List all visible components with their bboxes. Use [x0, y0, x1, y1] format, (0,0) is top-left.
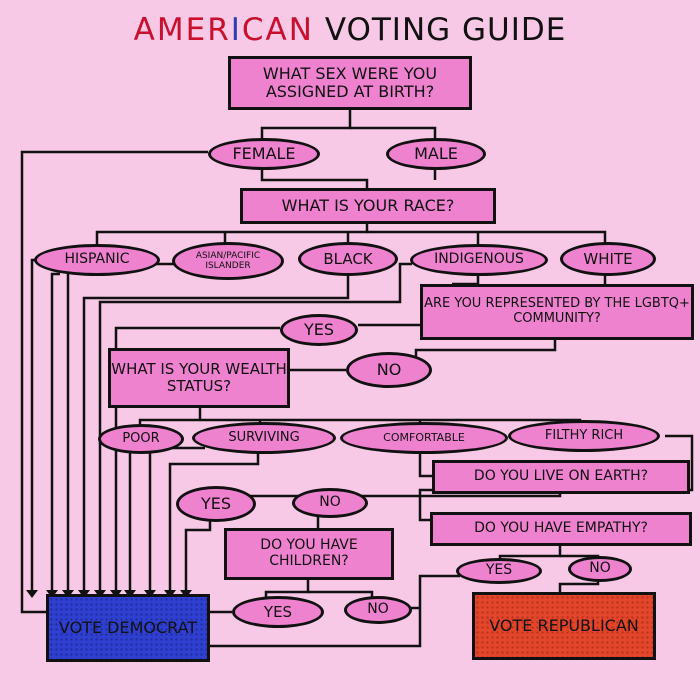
outcome-vote-republican: VOTE REPUBLICAN [472, 592, 656, 660]
answer-male: MALE [386, 138, 486, 170]
answer-asian-pacific-islander: ASIAN/PACIFIC ISLANDER [172, 242, 284, 280]
answer-earth-yes: YES [176, 486, 256, 522]
answer-empathy-yes: YES [456, 558, 542, 584]
answer-hispanic: HISPANIC [34, 244, 160, 276]
answer-children-no: NO [344, 596, 412, 624]
question-children: DO YOU HAVE CHILDREN? [224, 528, 394, 580]
answer-lgbtq-yes: YES [280, 314, 358, 346]
page-title: AMERICAN VOTING GUIDE [0, 12, 700, 48]
answer-female: FEMALE [208, 138, 320, 170]
question-wealth: WHAT IS YOUR WEALTH STATUS? [108, 348, 290, 408]
outcome-vote-democrat: VOTE DEMOCRAT [46, 594, 210, 662]
answer-filthy-rich: FILTHY RICH [508, 420, 660, 452]
answer-earth-no: NO [292, 488, 368, 518]
title-voting-guide: VOTING GUIDE [324, 12, 567, 48]
question-empathy: DO YOU HAVE EMPATHY? [430, 512, 692, 546]
question-sex: WHAT SEX WERE YOU ASSIGNED AT BIRTH? [228, 56, 472, 110]
answer-surviving: SURVIVING [192, 422, 336, 454]
answer-poor: POOR [98, 424, 184, 454]
answer-empathy-no: NO [568, 556, 632, 582]
answer-lgbtq-no: NO [346, 352, 432, 388]
question-race: WHAT IS YOUR RACE? [240, 188, 496, 224]
answer-children-yes: YES [232, 596, 324, 628]
question-lgbtq: ARE YOU REPRESENTED BY THE LGBTQ+ COMMUN… [420, 284, 694, 340]
question-earth: DO YOU LIVE ON EARTH? [432, 460, 690, 494]
answer-black: BLACK [298, 242, 398, 276]
answer-indigenous: INDIGENOUS [410, 244, 548, 276]
answer-white: WHITE [560, 242, 656, 276]
title-american: AMERICAN [133, 12, 314, 48]
answer-comfortable: COMFORTABLE [340, 422, 508, 454]
